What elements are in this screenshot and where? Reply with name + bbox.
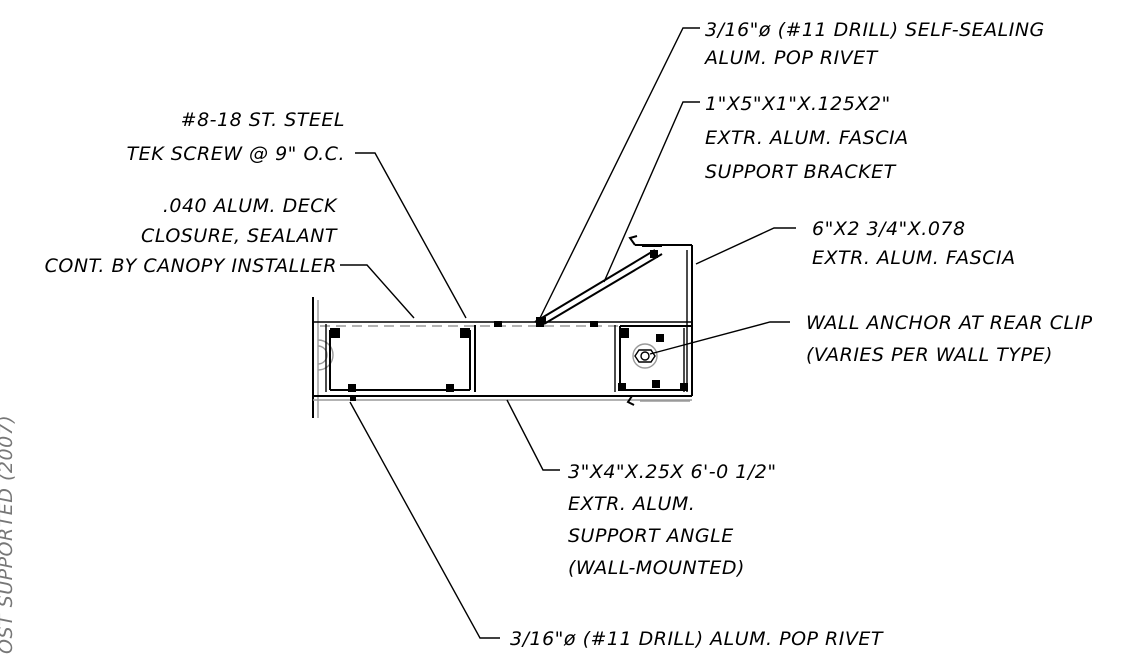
deck-closure-line-2: CLOSURE, SEALANT [141,225,338,247]
deck-closure-line-1: .040 ALUM. DECK [163,195,338,217]
support-angle-line-3: SUPPORT ANGLE [568,525,734,547]
fascia-bracket-line-3: SUPPORT BRACKET [705,161,897,183]
callout-pop-rivet-top: 3/16"ø (#11 DRILL) SELF-SEALING ALUM. PO… [703,19,1045,69]
leader-lines [340,27,796,639]
callout-fascia-bracket: 1"X5"X1"X.125X2" EXTR. ALUM. FASCIA SUPP… [705,93,909,183]
leader-pop-rivet-bottom [349,401,500,639]
callout-wall-anchor: WALL ANCHOR AT REAR CLIP (VARIES PER WAL… [806,312,1093,366]
fascia-bracket-line-2: EXTR. ALUM. FASCIA [705,127,909,149]
support-angle-line-1: 3"X4"X.25X 6'-0 1/2" [568,461,777,483]
callout-deck-closure: .040 ALUM. DECK CLOSURE, SEALANT CONT. B… [45,195,338,277]
pop-rivet-bottom-line-1: 3/16"ø (#11 DRILL) ALUM. POP RIVET [510,628,884,650]
fascia-line-1: 6"X2 3/4"X.078 [812,218,966,240]
wall-anchor-line-2: (VARIES PER WALL TYPE) [806,344,1053,366]
tek-screw-line-1: #8-18 ST. STEEL [181,109,345,131]
callout-tek-screw: #8-18 ST. STEEL TEK SCREW @ 9" O.C. [127,109,345,165]
callout-fascia: 6"X2 3/4"X.078 EXTR. ALUM. FASCIA [812,218,1016,269]
deck-box-1 [325,324,471,401]
leader-tek-screw [355,152,467,319]
leader-pop-rivet-top [539,27,700,319]
callout-pop-rivet-bottom: 3/16"ø (#11 DRILL) ALUM. POP RIVET [510,628,884,650]
leader-wall-anchor [649,321,790,355]
side-title: OST SUPPORTED (2007) [0,415,17,654]
fascia-profile [626,235,693,406]
fascia-support-bracket [534,245,663,325]
rear-clip [618,325,692,392]
support-angle-line-4: (WALL-MOUNTED) [568,557,745,579]
callout-support-angle: 3"X4"X.25X 6'-0 1/2" EXTR. ALUM. SUPPORT… [568,461,777,579]
deck-closure-line-3: CONT. BY CANOPY INSTALLER [45,255,337,277]
deck-box-2 [474,321,616,392]
fascia-line-2: EXTR. ALUM. FASCIA [812,247,1016,269]
leader-support-angle [506,399,560,471]
pop-rivet-top-line-1: 3/16"ø (#11 DRILL) SELF-SEALING [705,19,1045,41]
section-geometry [312,235,693,418]
pop-rivet-top-line-2: ALUM. POP RIVET [703,47,879,69]
leader-deck-closure [340,264,415,319]
fascia-bracket-line-1: 1"X5"X1"X.125X2" [705,93,891,115]
leader-fascia [695,227,796,265]
support-angle-line-2: EXTR. ALUM. [568,493,695,515]
wall-anchor-line-1: WALL ANCHOR AT REAR CLIP [806,312,1093,334]
tek-screw-line-2: TEK SCREW @ 9" O.C. [127,143,345,165]
leader-fascia-bracket [603,101,700,283]
